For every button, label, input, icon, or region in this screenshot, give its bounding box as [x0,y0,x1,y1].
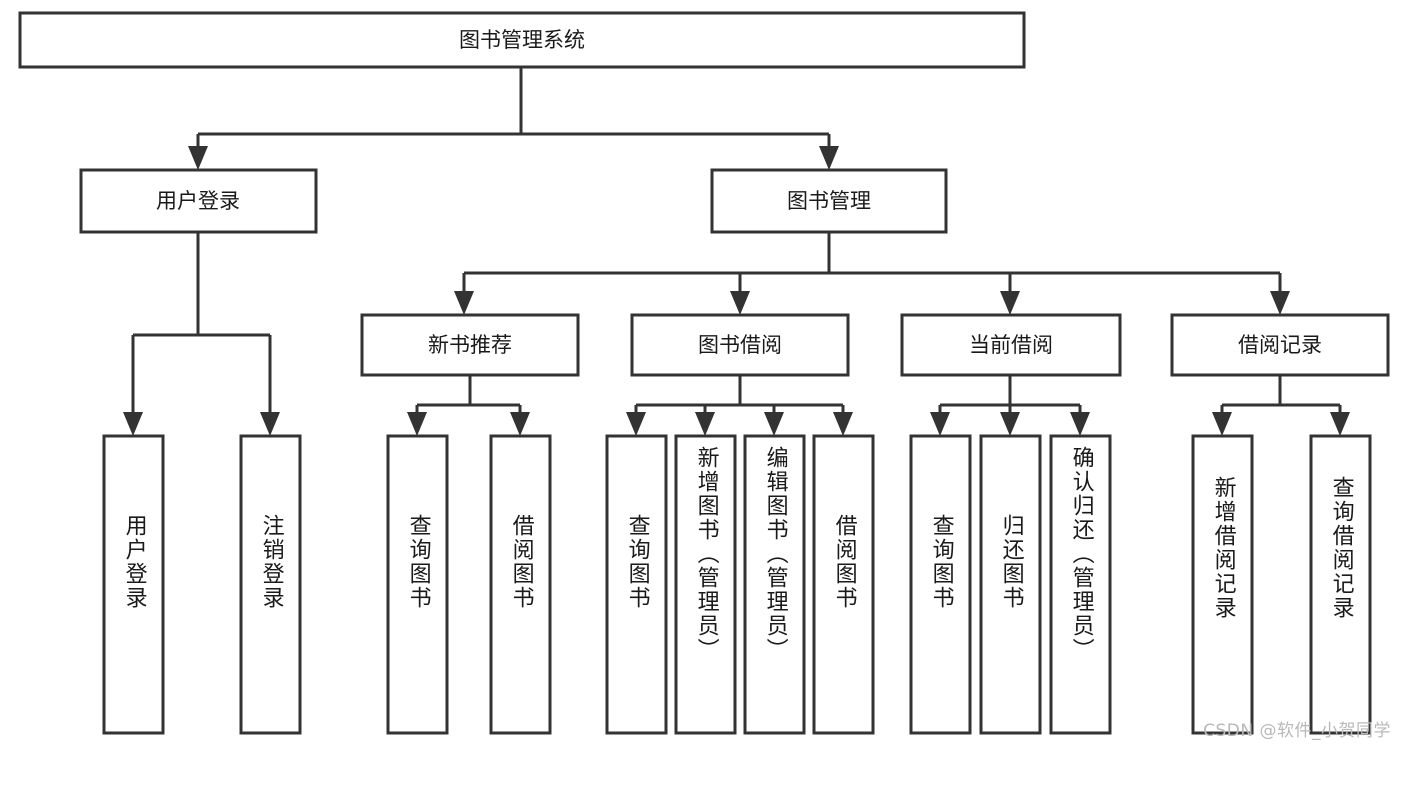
node-leaf-confirm-return-box[interactable] [1049,434,1112,735]
arrowhead-new-book-rec [454,291,474,315]
node-leaf-query-book-3-box[interactable] [909,434,972,735]
arrowhead-leaf-add-record [1212,412,1232,436]
node-new-book-rec[interactable]: 新书推荐 [360,313,580,377]
arrowhead-leaf-query-book-1 [407,412,427,436]
node-leaf-query-book-1-box[interactable] [386,434,449,735]
node-leaf-add-book-box[interactable] [674,434,737,735]
arrowhead-leaf-return-book [1000,412,1020,436]
connector-group-borrow-record [1212,375,1350,436]
node-current-borrow-box[interactable] [900,313,1122,377]
connector-group-book-borrow [626,375,853,436]
arrowhead-leaf-query-book-2 [626,412,646,436]
connector-group-new-book-rec [407,375,530,436]
arrowhead-leaf-borrow-book-2 [833,412,853,436]
arrowhead-leaf-edit-book [764,412,784,436]
node-leaf-add-record-box[interactable] [1191,434,1254,735]
arrowhead-book-manage [819,146,839,170]
node-root-label: 图书管理系统 [459,28,585,52]
connector-group-book-manage [454,232,1290,315]
arrowhead-leaf-add-book [695,412,715,436]
node-new-book-rec-box[interactable] [360,313,580,377]
node-book-borrow[interactable]: 图书借阅 [630,313,850,377]
connector-group-current-borrow [930,375,1090,436]
node-leaf-edit-book-box[interactable] [743,434,806,735]
diagram-canvas: 图书管理系统 用户登录 图书管理 新书推荐 图书借阅 当前借阅 借阅记录 [18,11,1391,741]
node-leaf-query-book-2-box[interactable] [605,434,668,735]
arrowhead-leaf-query-book-3 [930,412,950,436]
node-root[interactable]: 图书管理系统 [18,11,1026,69]
node-user-login-label: 用户登录 [156,189,240,213]
arrowhead-leaf-query-record [1330,412,1350,436]
node-root-box[interactable] [18,11,1026,69]
node-user-login[interactable]: 用户登录 [79,168,318,234]
node-book-manage-label: 图书管理 [787,189,871,213]
arrowhead-current-borrow [1000,291,1020,315]
node-user-login-box[interactable] [79,168,318,234]
arrowhead-borrow-record [1270,291,1290,315]
flowchart-svg: 图书管理系统 用户登录 图书管理 新书推荐 图书借阅 当前借阅 借阅记录 [18,11,1390,735]
node-book-manage[interactable]: 图书管理 [710,168,948,234]
connector-group-user-login [123,232,280,436]
node-borrow-record[interactable]: 借阅记录 [1170,313,1390,377]
node-current-borrow[interactable]: 当前借阅 [900,313,1122,377]
node-book-borrow-label: 图书借阅 [698,333,782,357]
node-leaf-borrow-book-1-box[interactable] [489,434,552,735]
node-borrow-record-label: 借阅记录 [1238,333,1322,357]
arrowhead-leaf-borrow-book-1 [510,412,530,436]
node-book-borrow-box[interactable] [630,313,850,377]
arrowhead-leaf-user-login [123,412,143,436]
arrowhead-user-login [188,146,208,170]
node-leaf-user-login-box[interactable] [102,434,165,735]
node-leaf-borrow-book-2-box[interactable] [812,434,875,735]
node-new-book-rec-label: 新书推荐 [428,333,512,357]
node-leaf-query-record-box[interactable] [1309,434,1372,735]
connector-group-root [188,67,839,170]
arrowhead-leaf-logout [260,412,280,436]
node-book-manage-box[interactable] [710,168,948,234]
arrowhead-book-borrow [730,291,750,315]
node-current-borrow-label: 当前借阅 [969,333,1053,357]
csdn-watermark: CSDN @软件_小贺同学 [1203,721,1391,741]
node-borrow-record-box[interactable] [1170,313,1390,377]
node-leaf-return-book-box[interactable] [979,434,1042,735]
arrowhead-leaf-confirm-return [1070,412,1090,436]
node-leaf-logout-box[interactable] [239,434,302,735]
